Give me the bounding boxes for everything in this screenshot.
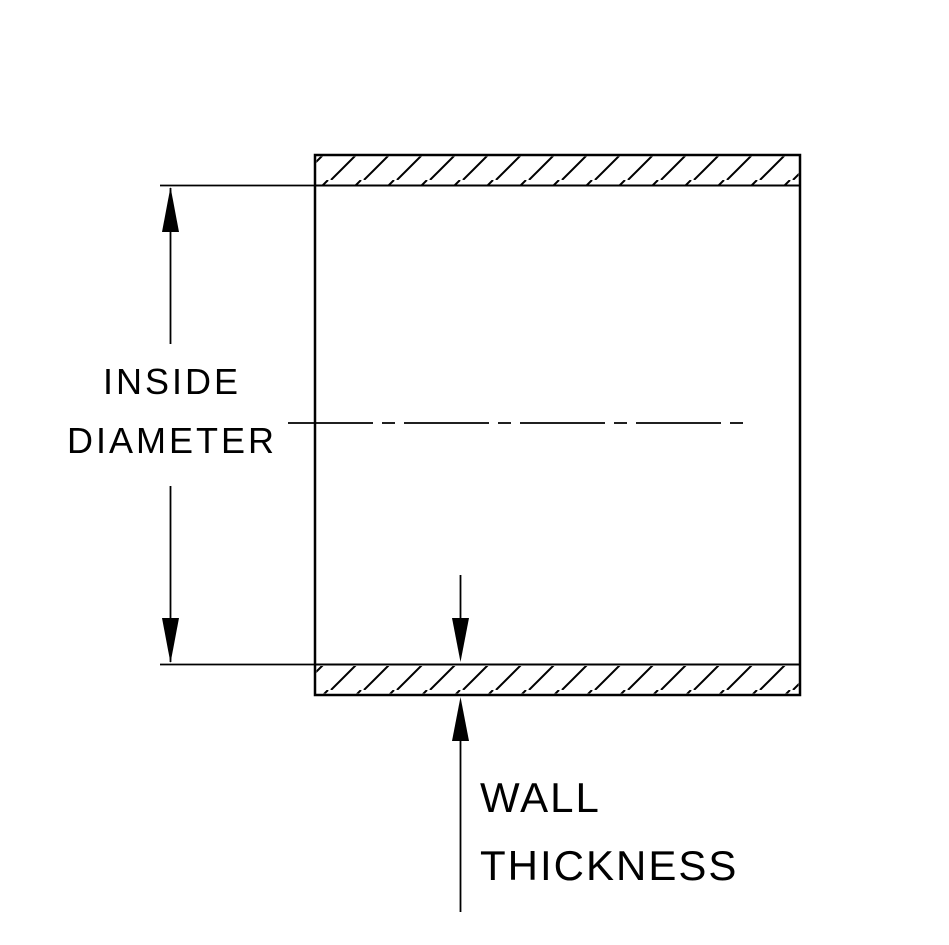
tube-outline	[313, 153, 802, 697]
wall-thickness-arrow-up-icon	[452, 697, 469, 741]
top-wall-hatch	[316, 156, 799, 185]
wall-thickness-arrow-down-icon	[452, 618, 469, 662]
inside-diameter-label-line2: DIAMETER	[67, 420, 277, 461]
arrow-up-icon	[162, 187, 179, 232]
bottom-wall-hatch	[316, 666, 799, 694]
wall-thickness-label-line1: WALL	[480, 774, 601, 821]
inside-diameter-label-line1: INSIDE	[103, 361, 241, 402]
arrow-down-icon	[162, 618, 179, 663]
wall-thickness-label-line2: THICKNESS	[480, 842, 738, 889]
